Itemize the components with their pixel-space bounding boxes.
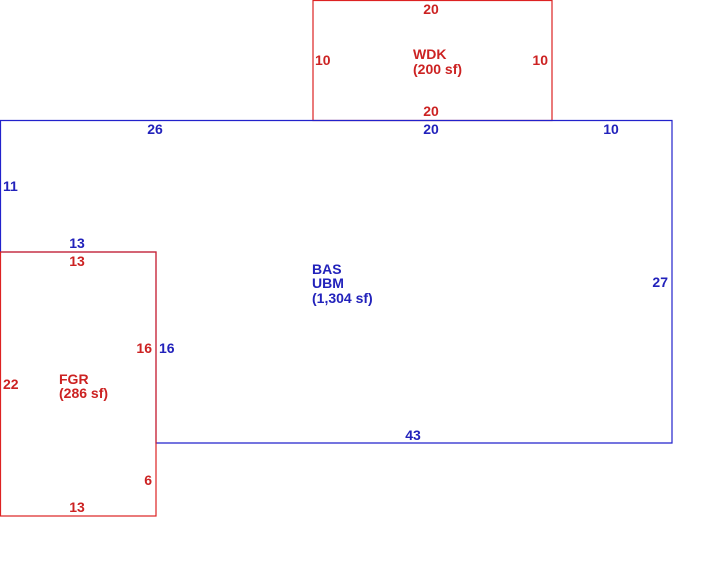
wdk-right-dimension: 10 xyxy=(532,52,548,68)
fgr-right-upper-dimension: 16 xyxy=(136,340,152,356)
fgr-right-lower-dimension: 6 xyxy=(144,472,152,488)
wdk-area-label: (200 sf) xyxy=(413,61,462,77)
wdk-code-label: WDK xyxy=(413,46,446,62)
wdk-top-dimension: 20 xyxy=(423,1,439,17)
bas-fgr-shared-top-dimension: 13 xyxy=(69,235,85,251)
fgr-bottom-dimension: 13 xyxy=(69,499,85,515)
fgr-area-label: (286 sf) xyxy=(59,385,108,401)
bas-code2-label: UBM xyxy=(312,275,344,291)
bas-bottom-dimension: 43 xyxy=(405,427,421,443)
bas-fgr-shared-side-dimension: 16 xyxy=(159,340,175,356)
fgr-code-label: FGR xyxy=(59,371,89,387)
bas-top-right-dimension: 10 xyxy=(603,121,619,137)
bas-area-label: (1,304 sf) xyxy=(312,290,373,306)
bas-top-left-dimension: 26 xyxy=(147,121,163,137)
bas-code-label: BAS xyxy=(312,261,342,277)
bas-top-middle-dimension: 20 xyxy=(423,121,439,137)
wdk-left-dimension: 10 xyxy=(315,52,331,68)
bas-right-dimension: 27 xyxy=(652,274,668,290)
wdk-bottom-dimension: 20 xyxy=(423,103,439,119)
bas-left-dimension: 11 xyxy=(3,178,18,194)
fgr-left-dimension: 22 xyxy=(3,376,19,392)
fgr-outline xyxy=(0,251,157,517)
fgr-top-dimension: 13 xyxy=(69,253,85,269)
